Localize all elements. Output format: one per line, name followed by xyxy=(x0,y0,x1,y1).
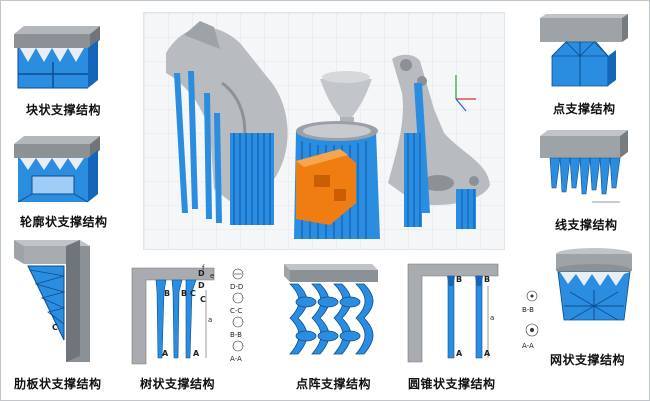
knuckle-part xyxy=(388,54,490,229)
point-support-label: 点支撑结构 xyxy=(553,102,616,116)
printed-parts-render xyxy=(143,12,505,250)
cone-support-label: 圆锥状支撑结构 xyxy=(408,377,496,391)
tree-letter-a1: A xyxy=(162,349,169,358)
tree-support-illustration: f e a A A B B C C D D D-D C-C B-B A-A xyxy=(126,262,256,368)
cone-support-illustration: a B B A A B-B A-A xyxy=(404,262,548,366)
bracket-part xyxy=(166,21,288,225)
tree-section-cc: C-C xyxy=(230,307,242,315)
lattice-support-label: 点阵支撑结构 xyxy=(296,377,372,391)
cone-letter-a2: A xyxy=(484,349,491,358)
cone-letter-b2: B xyxy=(484,275,490,284)
tree-dim-a: a xyxy=(208,316,212,324)
tree-letter-d2: D xyxy=(198,281,205,290)
block-support-illustration xyxy=(8,8,108,98)
line-support-illustration xyxy=(536,128,636,218)
cone-letter-b1: B xyxy=(456,275,462,284)
rib-support-label: 肋板状支撑结构 xyxy=(14,377,102,391)
cone-letter-a1: A xyxy=(456,349,463,358)
tree-section-aa: A-A xyxy=(230,355,242,363)
cone-section-bb: B-B xyxy=(522,306,534,314)
tree-dim-f: f xyxy=(202,264,205,272)
cone-dim-a: a xyxy=(490,314,494,322)
lattice-support-illustration xyxy=(280,262,382,362)
tree-letter-a2: A xyxy=(193,349,200,358)
mesh-support-illustration xyxy=(548,244,640,334)
tree-letter-c2: C xyxy=(200,295,206,304)
mesh-support-label: 网状支撑结构 xyxy=(550,353,626,367)
tree-letter-b2: B xyxy=(181,289,187,298)
tree-support-label: 树状支撑结构 xyxy=(140,377,216,391)
tree-section-bb: B-B xyxy=(230,331,242,339)
rib-support-illustration: C xyxy=(10,236,100,366)
tree-section-dd: D-D xyxy=(230,283,243,291)
tree-letter-d1: D xyxy=(198,269,205,278)
tree-letter-c1: C xyxy=(190,289,196,298)
contour-support-illustration xyxy=(8,130,108,210)
block-support-label: 块状支撑结构 xyxy=(26,103,102,117)
cylinder-part xyxy=(294,71,380,239)
cone-section-aa: A-A xyxy=(522,342,534,350)
contour-support-label: 轮廓状支撑结构 xyxy=(20,215,108,229)
rib-section-letter: C xyxy=(52,323,58,332)
line-support-label: 线支撑结构 xyxy=(555,218,618,232)
tree-dim-e: e xyxy=(210,272,214,280)
point-support-illustration xyxy=(536,12,636,92)
tree-letter-b1: B xyxy=(164,289,170,298)
